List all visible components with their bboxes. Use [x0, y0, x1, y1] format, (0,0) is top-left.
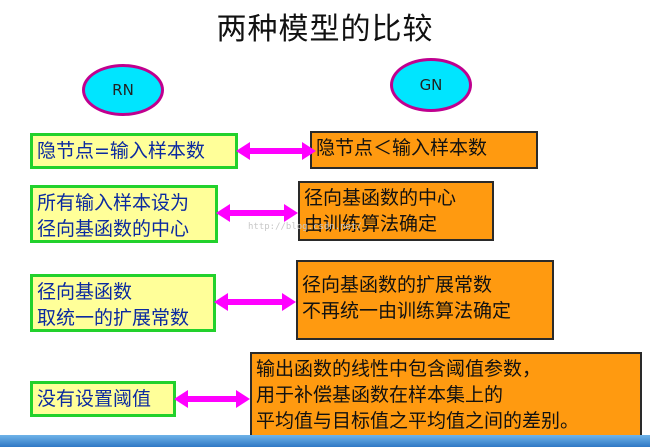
gn-box-line: 由训练算法确定	[304, 213, 438, 235]
double-arrow-icon	[216, 204, 298, 222]
rn-box-line: 取统一的扩展常数	[37, 307, 190, 329]
gn-box-line: 径向基函数的扩展常数	[302, 274, 493, 296]
gn-box-spread: 径向基函数的扩展常数 不再统一由训练算法确定	[296, 260, 554, 340]
gn-box-line: 径向基函数的中心	[304, 187, 457, 209]
rn-box-line: 所有输入样本设为	[37, 192, 190, 214]
gn-model-label: GN	[419, 76, 443, 94]
rn-box-centers: 所有输入样本设为 径向基函数的中心	[30, 185, 218, 243]
gn-box-centers: 径向基函数的中心 由训练算法确定	[298, 181, 494, 241]
gn-box-line: 平均值与目标值之平均值之间的差别。	[256, 410, 580, 432]
rn-box-line: 隐节点=输入样本数	[37, 140, 205, 162]
rn-model-label: RN	[112, 81, 134, 99]
watermark-text: http://blog.csdn.net/	[248, 222, 362, 232]
rn-model-oval: RN	[82, 64, 164, 116]
double-arrow-icon	[174, 390, 250, 408]
gn-box-line: 输出函数的线性中包含阈值参数，	[256, 358, 542, 380]
double-arrow-icon	[214, 293, 296, 311]
page-title: 两种模型的比较	[216, 12, 434, 47]
gn-box-line: 不再统一由训练算法确定	[302, 300, 512, 322]
rn-box-threshold: 没有设置阈值	[30, 381, 176, 417]
gn-box-hidden-nodes: 隐节点＜输入样本数	[310, 131, 538, 169]
rn-box-hidden-nodes: 隐节点=输入样本数	[30, 133, 238, 169]
gn-model-oval: GN	[390, 58, 472, 112]
rn-box-line: 径向基函数	[37, 281, 133, 303]
double-arrow-icon	[236, 142, 316, 160]
rn-box-spread: 径向基函数 取统一的扩展常数	[30, 274, 216, 332]
rn-box-line: 没有设置阈值	[37, 388, 152, 410]
slide-bottom-bar	[0, 435, 650, 447]
gn-box-line: 隐节点＜输入样本数	[316, 137, 488, 159]
gn-box-threshold: 输出函数的线性中包含阈值参数， 用于补偿基函数在样本集上的 平均值与目标值之平均…	[250, 352, 642, 438]
rn-box-line: 径向基函数的中心	[37, 218, 190, 240]
gn-box-line: 用于补偿基函数在样本集上的	[256, 384, 504, 406]
